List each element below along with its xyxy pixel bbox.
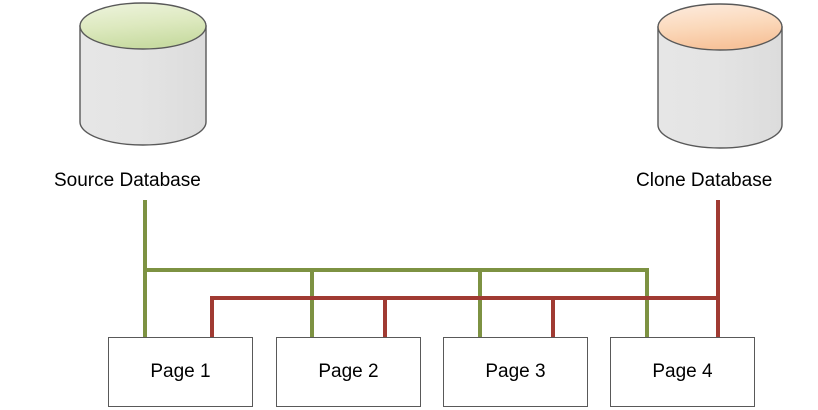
source-cylinder-top xyxy=(79,2,207,50)
source-cylinder-body xyxy=(79,25,207,146)
page-box-1[interactable]: Page 1 xyxy=(108,337,253,407)
page-box-2[interactable]: Page 2 xyxy=(276,337,421,407)
source-connector-group xyxy=(143,200,649,338)
clone-database-label: Clone Database xyxy=(636,170,773,191)
source-database-cylinder[interactable] xyxy=(79,2,207,146)
clone-cylinder-body xyxy=(657,26,783,149)
clone-connector-group xyxy=(210,200,720,338)
clone-database-cylinder[interactable] xyxy=(657,3,783,149)
page-box-label: Page 1 xyxy=(150,361,211,382)
page-box-label: Page 3 xyxy=(485,361,546,382)
clone-cylinder-top xyxy=(657,3,783,51)
page-box-3[interactable]: Page 3 xyxy=(443,337,588,407)
page-box-label: Page 2 xyxy=(318,361,379,382)
page-box-4[interactable]: Page 4 xyxy=(610,337,755,407)
page-box-label: Page 4 xyxy=(652,361,713,382)
source-database-label: Source Database xyxy=(54,170,201,191)
